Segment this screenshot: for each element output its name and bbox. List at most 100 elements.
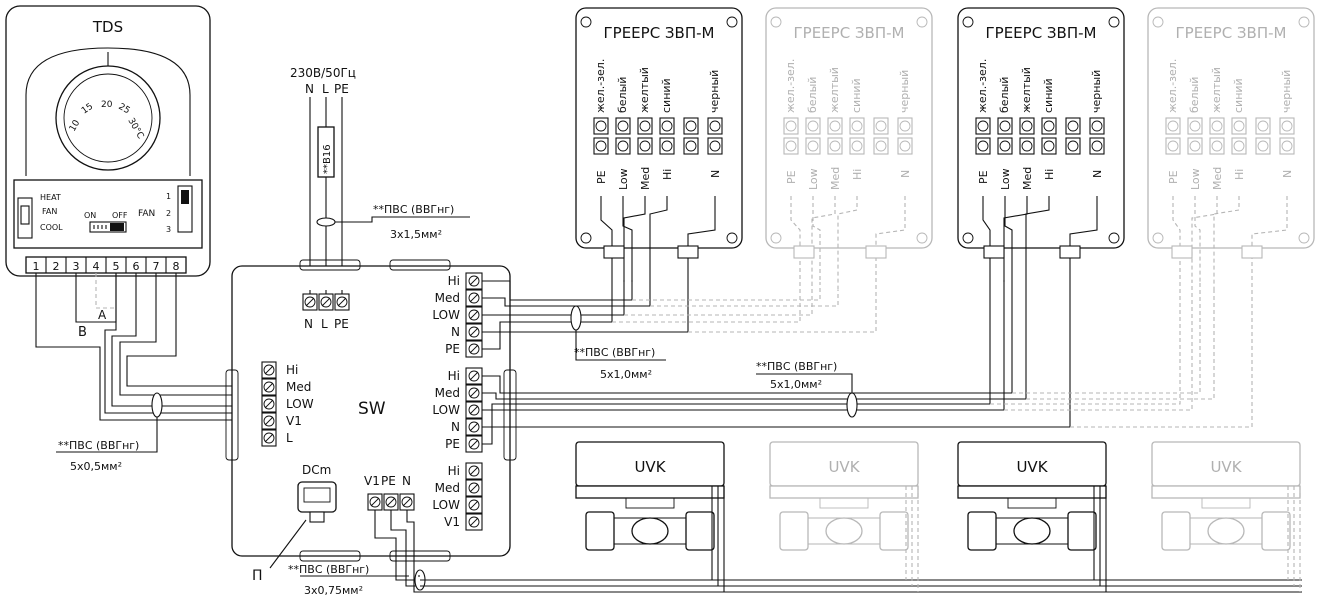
- thermostat-title: TDS: [92, 18, 123, 36]
- unit-1-term: PE: [595, 170, 608, 184]
- unit-3-term: Low: [999, 168, 1012, 190]
- sw-out-group-3: Hi Med LOW V1: [432, 462, 483, 531]
- jumper-a-label: A: [98, 308, 107, 322]
- sw-g1-pe: PE: [445, 342, 460, 356]
- thermostat-dial[interactable]: [55, 65, 161, 171]
- valve-1-label: UVK: [634, 458, 666, 476]
- sw-input-terminals: N L PE: [302, 293, 350, 331]
- sw-bottom-pe: PE: [381, 474, 396, 488]
- thermostat-cable-label: **ПВС (ВВГнг): [58, 439, 139, 452]
- bus2-cable-label: **ПВС (ВВГнг): [756, 360, 837, 373]
- unit-4-term: PE: [1167, 170, 1180, 184]
- fan-unit-4: ГРЕЕРС ЗВП-М жел.-зел. белый желтый сини…: [1147, 7, 1315, 290]
- sw-g3-hi: Hi: [448, 464, 460, 478]
- unit-1-wire: черный: [708, 70, 721, 113]
- sw-left-v1: V1: [286, 414, 302, 428]
- sw-in-l: L: [321, 317, 328, 331]
- unit-2-term: Med: [829, 167, 842, 190]
- unit-3-term: PE: [977, 170, 990, 184]
- thermostat-cable-section: 5х0,5мм²: [70, 460, 122, 473]
- sw-in-pe: PE: [334, 317, 349, 331]
- sw-g1-med: Med: [435, 291, 460, 305]
- fan-bus-1: **ПВС (ВВГнг) 5х1,0мм²: [482, 258, 877, 381]
- dial-mark: 25: [117, 102, 132, 116]
- unit-1-term: N: [709, 170, 722, 178]
- sw-left-low: LOW: [286, 397, 314, 411]
- sw-left-hi: Hi: [286, 363, 298, 377]
- power-switch[interactable]: [89, 221, 127, 233]
- sw-g3-low: LOW: [432, 498, 460, 512]
- terminal-number: 6: [133, 260, 140, 273]
- power-supply: 230В/50Гц N L PE **B16 **ПВС (ВВГнг) 3х1…: [290, 66, 470, 290]
- supply-l: L: [322, 82, 329, 96]
- unit-2-wire: жел.-зел.: [784, 59, 797, 113]
- unit-4-term: N: [1281, 170, 1294, 178]
- sw-bottom-n: N: [402, 474, 411, 488]
- mode-fan-label: FAN: [42, 207, 57, 216]
- terminal-number: 5: [113, 260, 120, 273]
- unit-3-wire: жел.-зел.: [976, 59, 989, 113]
- sw-g1-hi: Hi: [448, 274, 460, 288]
- sw-main-wires: [309, 290, 343, 294]
- valve-4-label: UVK: [1210, 458, 1242, 476]
- sensor-pointer-label: П: [252, 568, 263, 584]
- sw-left-med: Med: [286, 380, 311, 394]
- unit-3-title: ГРЕЕРС ЗВП-М: [986, 24, 1097, 42]
- valve-bus: **ПВС (ВВГнг) 3х0,75мм²: [288, 510, 1302, 597]
- unit-2-wire: белый: [806, 77, 819, 113]
- valve-cable-section: 3х0,75мм²: [304, 584, 363, 597]
- unit-3-wire: желтый: [1020, 67, 1033, 113]
- power-cable-label: **ПВС (ВВГнг): [373, 203, 454, 216]
- fan-bus-2: **ПВС (ВВГнг) 5х1,0мм²: [482, 258, 1253, 445]
- sw-left-terminals: Hi Med LOW V1 L: [261, 361, 314, 447]
- dcm-sensor: DCm П: [252, 463, 337, 584]
- unit-4-term: Hi: [1233, 169, 1246, 180]
- sw-title: SW: [358, 399, 386, 419]
- unit-1-title: ГРЕЕРС ЗВП-М: [604, 24, 715, 42]
- unit-1-term: Low: [617, 168, 630, 190]
- unit-2-term: PE: [785, 170, 798, 184]
- terminal-number: 2: [53, 260, 60, 273]
- terminal-number: 1: [33, 260, 40, 273]
- sw-g2-pe: PE: [445, 437, 460, 451]
- bus2-cable-section: 5х1,0мм²: [770, 378, 822, 391]
- unit-1-term: Med: [639, 167, 652, 190]
- sw-in-n: N: [304, 317, 313, 331]
- jumper-b-label: B: [78, 325, 87, 340]
- sw-out-group-1: Hi Med LOW N PE: [432, 272, 483, 358]
- switch-box-sw: SW N L PE Hi Med LOW V1 L: [225, 259, 517, 584]
- switch-on-label: ON: [84, 211, 96, 220]
- mode-cool-label: COOL: [40, 223, 63, 232]
- sw-g2-hi: Hi: [448, 369, 460, 383]
- fan-unit-2: ГРЕЕРС ЗВП-М жел.-зел. белый желтый сини…: [765, 7, 933, 290]
- valve-3: UVK: [957, 441, 1107, 592]
- fan-speed-pos: 1: [166, 192, 171, 201]
- mode-heat-label: HEAT: [40, 193, 61, 202]
- valve-3-label: UVK: [1016, 458, 1048, 476]
- supply-label: 230В/50Гц: [290, 66, 356, 80]
- sw-g2-low: LOW: [432, 403, 460, 417]
- mode-switch[interactable]: [17, 197, 33, 239]
- valve-4: UVK: [1151, 441, 1301, 592]
- unit-1-wire: белый: [616, 77, 629, 113]
- bus1-cable-label: **ПВС (ВВГнг): [574, 346, 655, 359]
- unit-3-wire: черный: [1090, 70, 1103, 113]
- unit-4-wire: жел.-зел.: [1166, 59, 1179, 113]
- unit-4-term: Med: [1211, 167, 1224, 190]
- fan-unit-1: ГРЕЕРС ЗВП-М жел.-зел. белый желтый сини…: [575, 7, 743, 290]
- unit-1-term: Hi: [661, 169, 674, 180]
- thermostat-wires: [35, 273, 262, 453]
- dcm-label: DCm: [302, 463, 331, 477]
- bus1-cable-section: 5х1,0мм²: [600, 368, 652, 381]
- fan-speed-pos: 3: [166, 225, 171, 234]
- breaker-label: **B16: [322, 144, 333, 174]
- unit-4-title: ГРЕЕРС ЗВП-М: [1176, 24, 1287, 42]
- sw-g1-low: LOW: [432, 308, 460, 322]
- unit-4-wire: синий: [1232, 78, 1245, 113]
- supply-pe: PE: [334, 82, 349, 96]
- sw-g3-med: Med: [435, 481, 460, 495]
- terminal-number: 8: [173, 260, 180, 273]
- sw-bottom-terminals: V1 PE N: [364, 474, 415, 511]
- unit-2-wire: желтый: [828, 67, 841, 113]
